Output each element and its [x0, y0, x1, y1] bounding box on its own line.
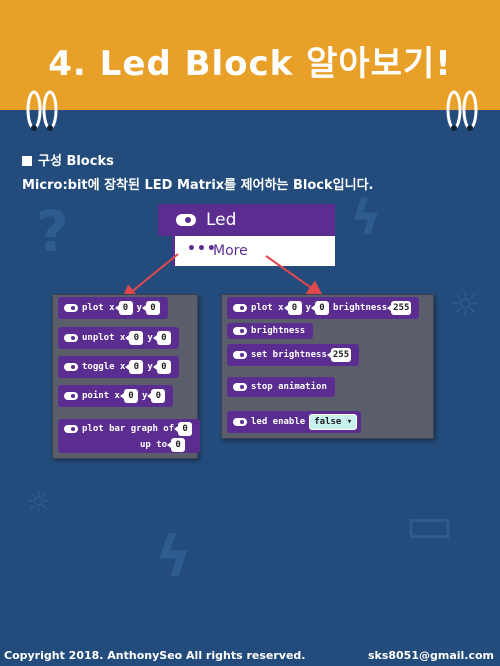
lightning-icon: ϟ — [155, 525, 192, 590]
section-heading: 구성 Blocks — [22, 150, 114, 169]
y-input[interactable]: 0 — [310, 301, 329, 315]
more-dots-icon: ••• — [187, 241, 217, 257]
toggle-icon — [176, 214, 196, 226]
binder-ring-icon — [446, 88, 478, 131]
more-label: More — [213, 243, 248, 259]
square-bullet-icon — [22, 156, 32, 166]
category-label: Led — [206, 210, 237, 230]
y-input[interactable]: 0 — [152, 331, 171, 345]
toggle-icon — [64, 425, 78, 433]
value-input[interactable]: 0 — [174, 422, 193, 436]
toolbox-category-led[interactable]: Led — [158, 204, 335, 236]
x-input[interactable]: 0 — [114, 301, 133, 315]
header-banner: 4. Led Block 알아보기! — [0, 0, 500, 110]
x-input[interactable]: 0 — [119, 389, 138, 403]
toggle-icon — [64, 392, 78, 400]
binder-ring-icon — [26, 88, 58, 131]
x-input[interactable]: 0 — [283, 301, 302, 315]
lightbulb-icon: ☼ — [450, 285, 481, 325]
section-description: Micro:bit에 장착된 LED Matrix를 제어하는 Block입니다… — [22, 178, 374, 193]
brightness-input[interactable]: 255 — [326, 348, 352, 362]
toggle-icon — [233, 327, 247, 335]
brightness-input[interactable]: 255 — [387, 301, 412, 315]
toggle-icon — [233, 304, 247, 312]
toggle-icon — [64, 304, 78, 312]
x-input[interactable]: 0 — [125, 331, 144, 345]
set-brightness-block[interactable]: set brightness 255 — [227, 344, 360, 366]
toggle-icon — [64, 334, 78, 342]
lightbulb-icon: ☼ — [25, 485, 52, 520]
lightning-icon: ϟ — [350, 190, 382, 246]
y-input[interactable]: 0 — [141, 301, 160, 315]
book-icon: ▭ — [405, 495, 455, 555]
plot-bar-graph-block[interactable]: plot bar graph of 0 up to 0 — [58, 419, 201, 453]
page-title: 4. Led Block 알아보기! — [48, 44, 452, 84]
brightness-block[interactable]: brightness — [227, 323, 314, 339]
copyright-text: Copyright 2018. AnthonySeo All rights re… — [4, 649, 306, 662]
toggle-icon — [233, 418, 247, 426]
question-mark-icon: ? — [36, 200, 69, 265]
toggle-icon — [64, 363, 78, 371]
footer: Copyright 2018. AnthonySeo All rights re… — [0, 646, 500, 666]
enable-dropdown[interactable]: false ▾ — [309, 414, 358, 430]
toggle-icon — [233, 351, 247, 359]
toggle-icon — [233, 383, 247, 391]
max-input[interactable]: 0 — [167, 438, 186, 452]
toolbox-more-item[interactable]: ••• More — [172, 236, 335, 266]
y-input[interactable]: 0 — [152, 360, 171, 374]
led-enable-block[interactable]: led enable false ▾ — [227, 411, 362, 433]
arrow-right — [265, 255, 324, 297]
x-input[interactable]: 0 — [125, 360, 144, 374]
arrow-left — [120, 253, 179, 301]
y-input[interactable]: 0 — [147, 389, 166, 403]
email-text: sks8051@gmail.com — [367, 649, 494, 662]
stop-animation-block[interactable]: stop animation — [227, 377, 335, 397]
